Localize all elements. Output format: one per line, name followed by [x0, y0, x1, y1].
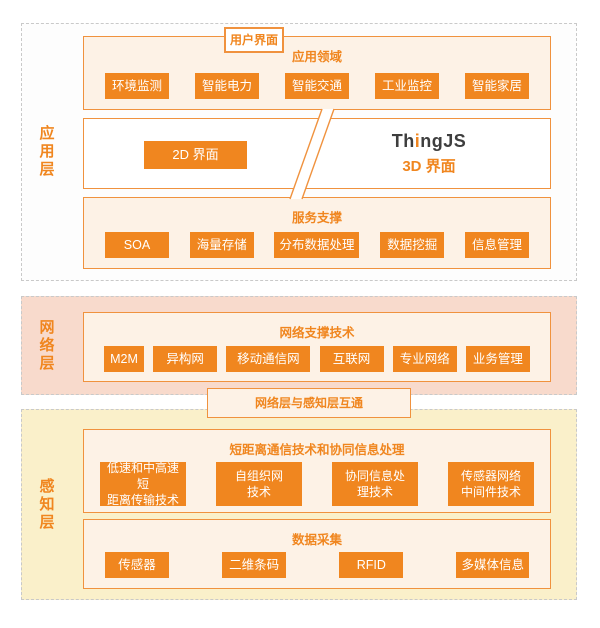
chip-business-management[interactable]: 业务管理 — [465, 346, 530, 372]
label-3d-interface: 3D 界面 — [402, 158, 456, 175]
network-layer-label: 网络层 — [37, 318, 55, 373]
short-range-comm-row: 低速和中高速短 距离传输技术 自组织网 技术 协同信息处 理技术 传感器网络 中… — [84, 461, 550, 507]
application-layer-section: 应用层 应用领域 环境监测 智能电力 智能交通 工业监控 智能家居 2D 界面 … — [21, 23, 577, 281]
chip-environment-monitoring[interactable]: 环境监测 — [105, 73, 169, 99]
application-domains-title: 应用领域 — [291, 50, 342, 64]
chip-internet[interactable]: 互联网 — [319, 346, 384, 372]
data-collection-title: 数据采集 — [291, 533, 342, 547]
chip-heterogeneous-network[interactable]: 异构网 — [153, 346, 218, 372]
chip-distributed-data-processing[interactable]: 分布数据处理 — [274, 232, 360, 258]
data-collection-box: 数据采集 传感器 二维条码 RFID 多媒体信息 — [83, 519, 551, 589]
data-collection-row: 传感器 二维条码 RFID 多媒体信息 — [84, 552, 550, 578]
chip-data-mining[interactable]: 数据挖掘 — [380, 232, 445, 258]
button-2d-interface[interactable]: 2D 界面 — [144, 141, 247, 169]
chip-sensor[interactable]: 传感器 — [105, 552, 169, 578]
chip-soa[interactable]: SOA — [105, 232, 169, 258]
chip-sensor-network-middleware[interactable]: 传感器网络 中间件技术 — [448, 462, 534, 506]
chip-mass-storage[interactable]: 海量存储 — [189, 232, 254, 258]
application-domains-box: 应用领域 环境监测 智能电力 智能交通 工业监控 智能家居 — [83, 36, 551, 110]
network-layer-section: 网络层 网络支撑技术 M2M 异构网 移动通信网 互联网 专业网络 业务管理 — [21, 296, 577, 395]
user-interface-box: 2D 界面 ThingJS 3D 界面 — [83, 118, 551, 189]
brand-accent-letter: i — [414, 131, 421, 151]
short-range-comm-title: 短距离通信技术和协同信息处理 — [229, 443, 405, 457]
chip-2d-barcode[interactable]: 二维条码 — [222, 552, 287, 578]
network-perception-connector: 网络层与感知层互通 — [207, 388, 411, 418]
chip-information-management[interactable]: 信息管理 — [464, 232, 529, 258]
service-support-title: 服务支撑 — [291, 211, 342, 225]
chip-m2m[interactable]: M2M — [104, 346, 144, 372]
short-range-comm-box: 短距离通信技术和协同信息处理 低速和中高速短 距离传输技术 自组织网 技术 协同… — [83, 429, 551, 513]
chip-smart-home[interactable]: 智能家居 — [465, 73, 529, 99]
network-support-title: 网络支撑技术 — [279, 326, 355, 340]
chip-professional-network[interactable]: 专业网络 — [392, 346, 457, 372]
application-layer-label: 应用层 — [37, 125, 55, 179]
chip-collaborative-info-processing[interactable]: 协同信息处 理技术 — [332, 462, 418, 506]
perception-layer-label: 感知层 — [37, 477, 55, 532]
chip-multimedia-info[interactable]: 多媒体信息 — [456, 552, 529, 578]
chip-low-mid-high-speed-transmission[interactable]: 低速和中高速短 距离传输技术 — [100, 461, 186, 507]
network-support-row: M2M 异构网 移动通信网 互联网 专业网络 业务管理 — [84, 346, 550, 372]
brand-suffix: ngJS — [420, 131, 467, 151]
thingjs-brand-block: ThingJS 3D 界面 — [369, 131, 489, 176]
chip-smart-power[interactable]: 智能电力 — [195, 73, 259, 99]
service-support-row: SOA 海量存储 分布数据处理 数据挖掘 信息管理 — [84, 232, 550, 258]
network-support-box: 网络支撑技术 M2M 异构网 移动通信网 互联网 专业网络 业务管理 — [83, 312, 551, 382]
perception-layer-section: 感知层 短距离通信技术和协同信息处理 低速和中高速短 距离传输技术 自组织网 技… — [21, 409, 577, 600]
chip-ad-hoc-network-tech[interactable]: 自组织网 技术 — [216, 462, 302, 506]
chip-rfid[interactable]: RFID — [339, 552, 404, 578]
chip-industrial-monitoring[interactable]: 工业监控 — [375, 73, 439, 99]
thingjs-logo: ThingJS — [369, 131, 489, 152]
chip-smart-traffic[interactable]: 智能交通 — [285, 73, 349, 99]
service-support-box: 服务支撑 SOA 海量存储 分布数据处理 数据挖掘 信息管理 — [83, 197, 551, 269]
application-domains-row: 环境监测 智能电力 智能交通 工业监控 智能家居 — [84, 73, 550, 99]
user-interface-tag: 用户界面 — [224, 27, 284, 53]
chip-mobile-communication-network[interactable]: 移动通信网 — [226, 346, 311, 372]
brand-prefix: Th — [391, 131, 415, 151]
